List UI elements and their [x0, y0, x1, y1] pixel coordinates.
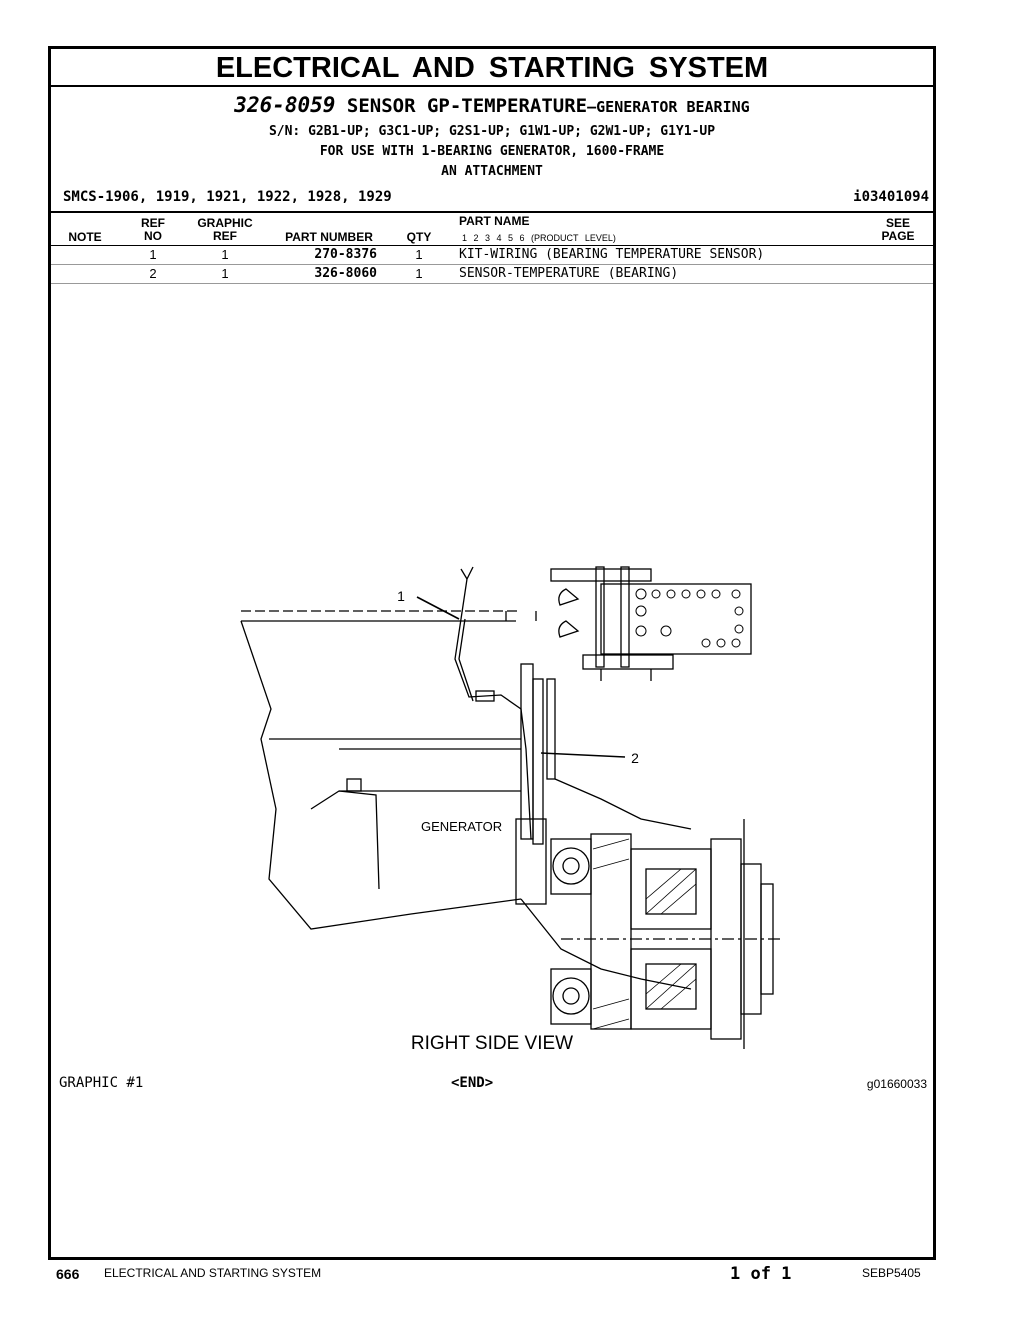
row-part-number: 270-8376 [314, 247, 377, 262]
footer-doc-number: SEBP5405 [862, 1266, 921, 1280]
col-graphic-ref-line1: GRAPHIC [197, 216, 253, 230]
col-see-page-line1: SEE [885, 216, 910, 230]
row-part-number: 326-8060 [314, 266, 377, 281]
footer-section: ELECTRICAL AND STARTING SYSTEM [104, 1266, 322, 1280]
col-part-name: PART NAME [459, 214, 530, 228]
attachment-note: AN ATTACHMENT [441, 164, 543, 179]
row-rule [51, 283, 933, 284]
row-qty: 1 [415, 247, 423, 262]
row-part-name: KIT-WIRING (BEARING TEMPERATURE SENSOR) [459, 247, 765, 262]
row-ref-no: 1 [149, 247, 157, 262]
col-ref-no-line1: REF [141, 216, 165, 230]
page-frame: ELECTRICAL AND STARTING SYSTEM 326-8059 … [48, 46, 936, 1260]
row-graphic-ref: 1 [221, 266, 229, 281]
serial-numbers: S/N: G2B1-UP; G3C1-UP; G2S1-UP; G1W1-UP;… [268, 124, 716, 139]
usage-note: FOR USE WITH 1-BEARING GENERATOR, 1600-F… [319, 144, 665, 159]
row-part-name: SENSOR-TEMPERATURE (BEARING) [459, 266, 679, 281]
col-graphic-ref: GRAPHIC REF [191, 217, 259, 243]
row-ref-no: 2 [149, 266, 157, 281]
row-graphic-ref: 1 [221, 247, 229, 262]
col-see-page-line2: PAGE [881, 229, 915, 243]
graphic-number: GRAPHIC #1 [59, 1075, 144, 1091]
section-title: ELECTRICAL AND STARTING SYSTEM [51, 49, 933, 87]
col-graphic-ref-line2: REF [213, 229, 237, 243]
smcs-codes: SMCS-1906, 1919, 1921, 1922, 1928, 1929 [63, 189, 392, 205]
product-levels: 1 2 3 4 5 6 (PRODUCT LEVEL) [462, 233, 616, 243]
col-part-number: PART NUMBER [285, 230, 373, 244]
group-name: SENSOR GP-TEMPERATURE [346, 95, 588, 117]
footer-page-number: 666 [56, 1266, 80, 1282]
col-ref-no: REF NO [135, 217, 171, 243]
technical-drawing: 1 2 GENERATOR [240, 566, 781, 1049]
row-rule [51, 264, 933, 265]
view-label: RIGHT SIDE VIEW [410, 1033, 574, 1054]
table-header-rule [51, 245, 933, 246]
group-number: 326-8059 [234, 93, 336, 117]
group-title: 326-8059 SENSOR GP-TEMPERATURE—GENERATOR… [51, 93, 933, 117]
header-rule [51, 211, 933, 213]
col-ref-no-line2: NO [144, 229, 162, 243]
end-marker: <END> [451, 1075, 494, 1091]
graphic-id: g01660033 [866, 1077, 927, 1091]
col-see-page: SEE PAGE [873, 217, 923, 243]
group-suffix: —GENERATOR BEARING [587, 98, 750, 116]
illustration-id: i03401094 [853, 189, 929, 205]
row-qty: 1 [415, 266, 423, 281]
generator-label: GENERATOR [421, 819, 502, 834]
callout-1: 1 [397, 588, 405, 604]
col-note: NOTE [68, 230, 102, 244]
col-qty: QTY [406, 230, 432, 244]
callout-2: 2 [631, 750, 639, 766]
footer-page-of: 1 of 1 [730, 1264, 792, 1284]
